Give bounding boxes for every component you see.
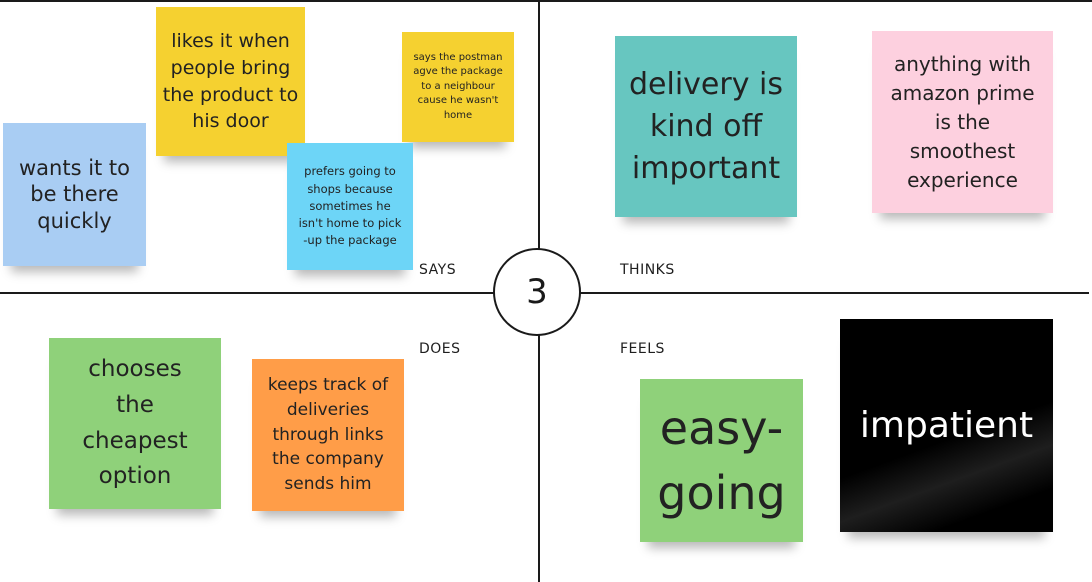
sticky-note-text: easy-going [657,401,786,520]
sticky-note-says-shops[interactable]: prefers going to shops because sometimes… [287,143,413,270]
sticky-note-does-track[interactable]: keeps track of deliveries through links … [252,359,404,511]
sticky-note-says-door[interactable]: likes it when people bring the product t… [156,7,305,156]
sticky-note-feels-easy[interactable]: easy-going [640,379,803,542]
sticky-note-text: impatient [859,405,1034,446]
sticky-note-text: likes it when people bring the product t… [162,30,299,133]
sticky-note-text: anything with amazon prime is the smooth… [890,51,1035,192]
quadrant-label-feels: FEELS [620,341,665,357]
sticky-note-feels-impatient[interactable]: impatient [840,319,1053,532]
sticky-note-says-postman[interactable]: says the postman agve the package to a n… [402,32,514,142]
sticky-note-text: says the postman agve the package to a n… [413,51,503,121]
sticky-note-thinks-amazon[interactable]: anything with amazon prime is the smooth… [872,31,1053,213]
persona-number-circle: 3 [493,248,581,336]
sticky-note-text: delivery is kind off important [629,66,783,186]
top-divider [0,0,1092,2]
sticky-note-text: wants it to be there quickly [18,156,131,233]
sticky-note-text: keeps track of deliveries through links … [267,375,389,494]
sticky-note-does-cheapest[interactable]: chooses the cheapest option [49,338,221,509]
sticky-note-text: chooses the cheapest option [82,356,188,490]
quadrant-label-thinks: THINKS [620,262,675,278]
persona-number: 3 [526,272,548,312]
quadrant-label-does: DOES [419,341,461,357]
sticky-note-says-quickly[interactable]: wants it to be there quickly [3,123,146,266]
sticky-note-text: prefers going to shops because sometimes… [298,164,402,248]
sticky-note-thinks-delivery[interactable]: delivery is kind off important [615,36,797,217]
quadrant-label-says: SAYS [419,262,457,278]
